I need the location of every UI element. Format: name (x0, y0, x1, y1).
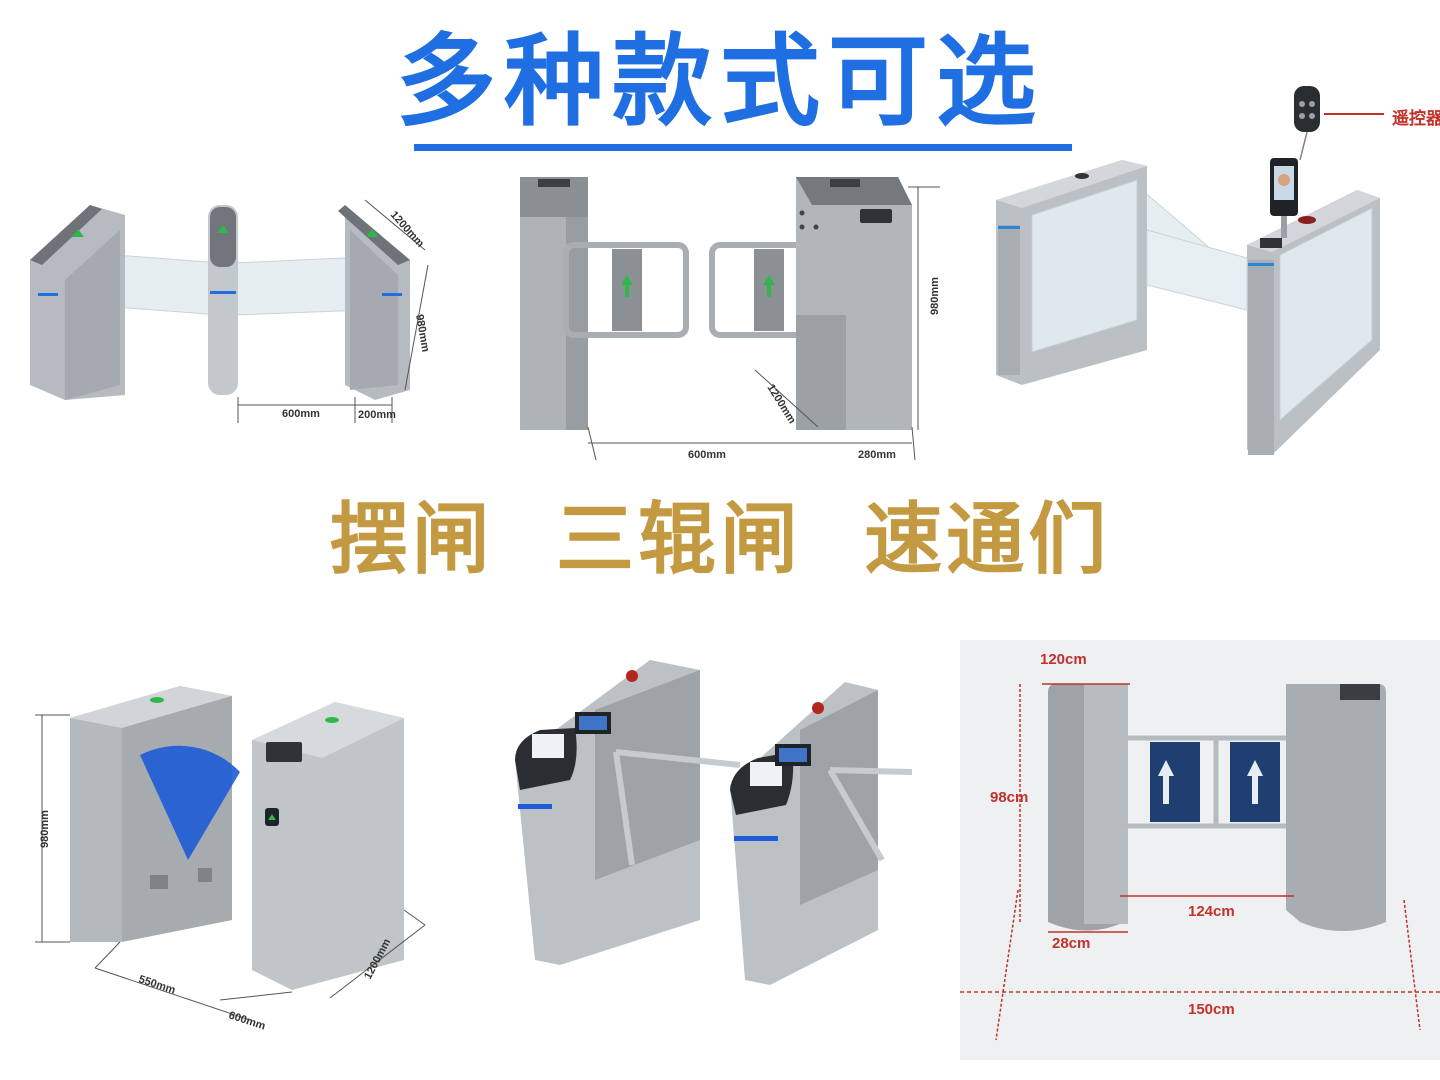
lane-width-label: 600mm (282, 408, 320, 420)
height-label: 980mm (39, 810, 51, 848)
lane-width-label: 550mm (137, 973, 177, 996)
swing-gate-triple-image: 600mm 200mm 1200mm 980mm (20, 185, 440, 445)
height-label: 98cm (990, 789, 1028, 806)
depth-label: 120cm (1040, 651, 1087, 668)
glass-swing-gate-image (962, 80, 1440, 470)
total-width-label: 150cm (1188, 1001, 1235, 1018)
cabinet-width-label: 280mm (858, 449, 896, 461)
product-type-subheading: 摆闸 三辊闸 速通们 (329, 494, 1111, 585)
tripod-turnstile-image (500, 640, 920, 1020)
cabinet-width-label: 600mm (227, 1009, 267, 1032)
lane-width-label: 600mm (688, 449, 726, 461)
headline-underline (414, 144, 1072, 151)
cylinder-swing-gate-image: 120cm 98cm 124cm 28cm 150cm (960, 640, 1440, 1060)
flap-gate-image: 980mm 550mm 600mm 1200mm (30, 680, 430, 1040)
lane-width-label: 124cm (1188, 903, 1235, 920)
cabinet-width-label: 28cm (1052, 935, 1090, 952)
height-label: 980mm (929, 277, 941, 315)
page-headline: 多种款式可选 (396, 23, 1044, 140)
cabinet-width-label: 200mm (358, 409, 396, 421)
swing-gate-pair-image: 600mm 280mm 1200mm 980mm (500, 165, 950, 465)
depth-label: 1200mm (388, 209, 427, 250)
remote-control-label: 遥控器 (1392, 109, 1440, 129)
